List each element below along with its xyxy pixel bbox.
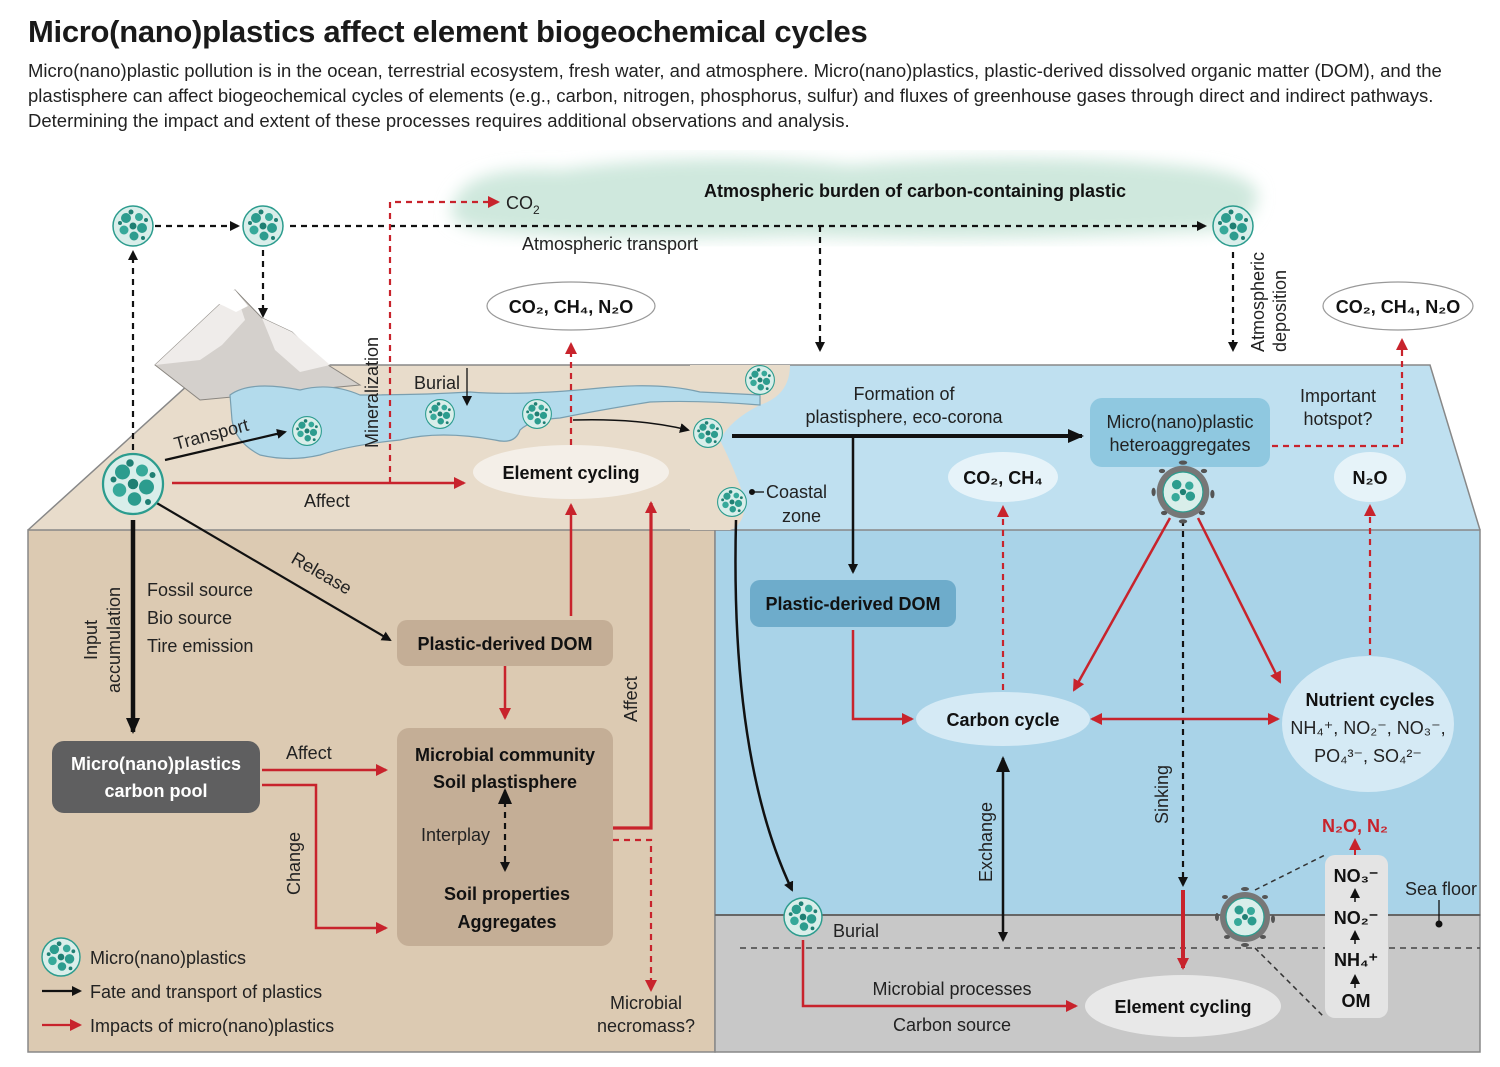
tire-emission-label: Tire emission (147, 636, 253, 656)
soil-properties-label: Soil properties (444, 884, 570, 904)
affect-label: Affect (304, 491, 350, 511)
land-element-cycling-bubble (473, 445, 669, 499)
transport-arrows (126, 368, 1443, 942)
heteroaggregates-box (1090, 398, 1270, 467)
ocean-plastic-dom-label: Plastic-derived DOM (765, 594, 940, 614)
ocean-plastic-dom-box (750, 580, 956, 627)
atmospheric-transport-label: Atmospheric transport (522, 234, 698, 254)
dashed-impact-arrows (388, 196, 1408, 992)
no3-label: NO₃⁻ (1334, 866, 1379, 886)
sea-floor-label: Sea floor (1405, 879, 1477, 899)
legend-fate-label: Fate and transport of plastics (90, 982, 322, 1002)
legend-particle-label: Micro(nano)plastics (90, 948, 246, 968)
burial-label: Burial (414, 373, 460, 393)
soil-plastisphere-label: Soil plastisphere (433, 772, 577, 792)
fossil-source-label: Fossil source (147, 580, 253, 600)
coastal-sand (690, 365, 790, 530)
carbon-source-label: Carbon source (893, 1015, 1011, 1035)
river (229, 385, 761, 460)
nutrient-line1-label: NH₄⁺, NO₂⁻, NO₃⁻, (1290, 718, 1445, 738)
carbon-cycle-label: Carbon cycle (946, 710, 1059, 730)
plastic-particle-icon (745, 365, 775, 395)
legend-impacts-label: Impacts of micro(nano)plastics (90, 1016, 334, 1036)
ocean-element-cycling-label: Element cycling (1114, 997, 1251, 1017)
interplay-label: Interplay (421, 825, 490, 845)
change-label: Change (284, 832, 304, 895)
carbon-pool-label-1: Micro(nano)plastics (71, 754, 241, 774)
microbial-processes-label: Microbial processes (872, 979, 1031, 999)
nutrient-line2-label: PO₄³⁻, SO₄²⁻ (1314, 746, 1422, 766)
nh4-label: NH₄⁺ (1334, 950, 1378, 970)
co2-ch4-label: CO₂, CH₄ (963, 468, 1043, 488)
page-title: Micro(nano)plastics affect element bioge… (28, 14, 868, 49)
ocean-burial-label: Burial (833, 921, 879, 941)
affect3-label: Affect (621, 676, 641, 722)
n2o-n2-label: N₂O, N₂ (1322, 816, 1388, 836)
om-label: OM (1342, 991, 1371, 1011)
microbial-community-label: Microbial community (415, 745, 595, 765)
affect2-label: Affect (286, 743, 332, 763)
ocean-element-cycling-bubble (1085, 975, 1281, 1037)
land-element-cycling-label: Element cycling (502, 463, 639, 483)
aggregates-label: Aggregates (457, 912, 556, 932)
plastic-particle-icon (783, 897, 823, 937)
cloud (450, 158, 1258, 239)
plastic-particle-icon (1212, 205, 1254, 247)
bio-source-label: Bio source (147, 608, 232, 628)
nutrient-cycles-bubble (1282, 656, 1454, 792)
mountains (154, 289, 362, 401)
plastic-particle-icon (112, 205, 154, 247)
no2-label: NO₂⁻ (1334, 908, 1379, 928)
sediment-zoom-lines (1254, 854, 1326, 1019)
n2o-bubble (1334, 452, 1406, 502)
n2o-label: N₂O (1353, 468, 1388, 488)
co2-ch4-bubble (948, 452, 1058, 502)
land-plastic-dom-label: Plastic-derived DOM (417, 634, 592, 654)
plastic-particle-icon (693, 418, 723, 448)
land-ghg-label: CO₂, CH₄, N₂O (509, 297, 634, 317)
mineralization-label: Mineralization (362, 337, 382, 448)
land-ghg-bubble (486, 281, 656, 331)
plastic-particle-icon (101, 452, 165, 516)
plastic-particle-icon (425, 399, 455, 429)
atmospheric-arrows (128, 221, 1238, 887)
ocean-ghg-label: CO₂, CH₄, N₂O (1336, 297, 1461, 317)
plastic-particle-icon (242, 205, 284, 247)
land-plastic-dom-box (397, 620, 613, 666)
sinking-label: Sinking (1152, 765, 1172, 824)
carbon-pool-box (52, 741, 260, 813)
plastic-particle-icon (522, 399, 552, 429)
atmospheric-burden-label: Atmospheric burden of carbon-containing … (704, 181, 1126, 201)
plastic-particle-icon (717, 487, 747, 517)
exchange-label: Exchange (976, 802, 996, 882)
plastic-particle-icon (292, 416, 322, 446)
carbon-pool-label-2: carbon pool (105, 781, 208, 801)
ocean-ghg-bubble (1322, 281, 1474, 331)
impact-arrows (172, 477, 1361, 1012)
legend-particle-icon (41, 937, 81, 977)
page-subtitle: Micro(nano)plastic pollution is in the o… (28, 60, 1442, 131)
nutrient-cycles-label: Nutrient cycles (1305, 690, 1434, 710)
carbon-cycle-bubble (916, 692, 1090, 746)
co2-label: CO2 (506, 193, 540, 217)
